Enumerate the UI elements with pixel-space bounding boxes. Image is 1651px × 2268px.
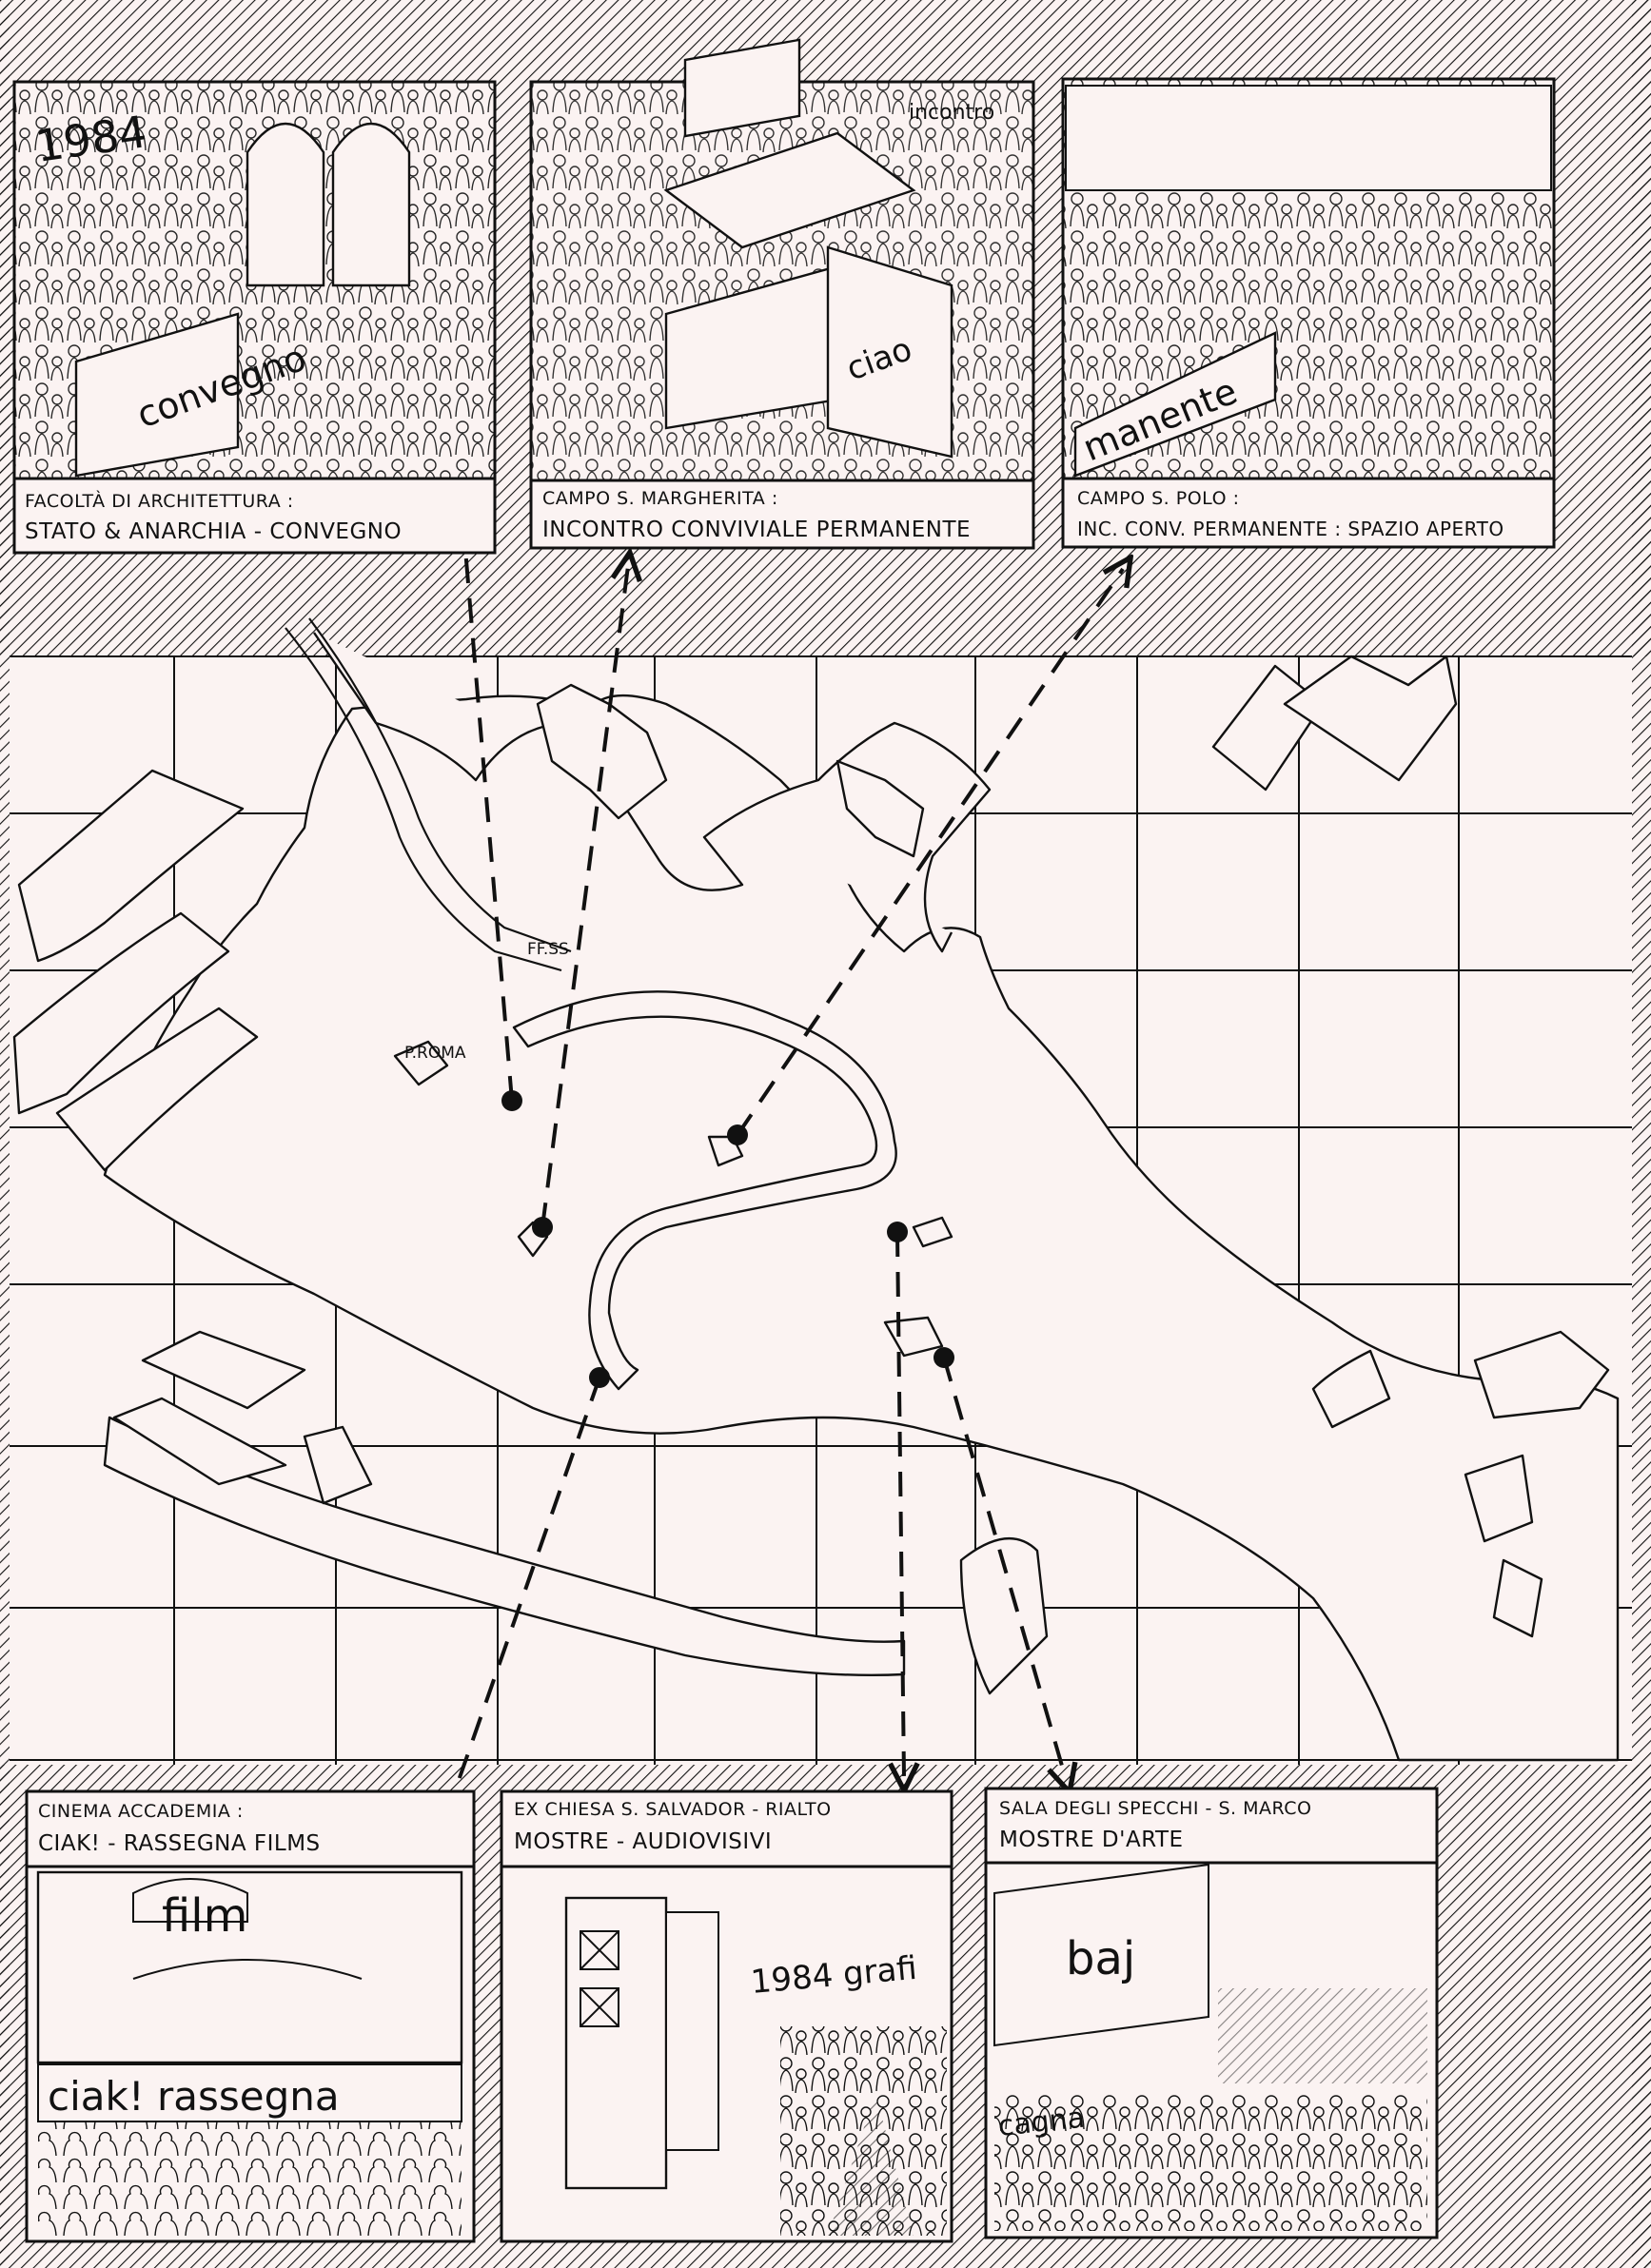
venice-outline	[12, 632, 1620, 1762]
panel-top-1: 1984 convegno	[12, 80, 497, 555]
map-label-station: FF.SS	[527, 940, 569, 959]
leader-arrows	[442, 504, 1123, 1827]
arrow-facolta	[462, 504, 514, 1102]
art-text-baj: baj	[1066, 1932, 1135, 1985]
art-text-film: film	[162, 1889, 247, 1943]
panel-bottom-2-event: MOSTRE - AUDIOVISIVI	[514, 1829, 773, 1854]
marker-salvador	[887, 1222, 908, 1242]
panel-bottom-3-venue: SALA DEGLI SPECCHI - S. MARCO	[999, 1798, 1312, 1819]
arrow-spolo	[736, 569, 1123, 1137]
panel-top-3-venue: CAMPO S. POLO :	[1077, 488, 1240, 509]
panel-bottom-1: film ciak! rassegna	[25, 1789, 476, 2243]
venue-markers	[501, 1090, 954, 1388]
panel-bottom-1-venue: CINEMA ACCADEMIA :	[38, 1801, 244, 1822]
marker-specchi	[934, 1347, 954, 1368]
arrow-salvador	[897, 1231, 904, 1777]
panel-top-2: ciao incontro	[529, 38, 1035, 550]
marker-facolta	[501, 1090, 522, 1111]
rail-lines	[285, 617, 572, 972]
art-text-ciak: ciak! rassegna	[48, 2073, 340, 2120]
panel-top-1-venue: FACOLTÀ DI ARCHITETTURA :	[25, 491, 294, 512]
panel-top-1-event: STATO & ANARCHIA - CONVEGNO	[25, 519, 403, 544]
arrow-margherita	[541, 566, 628, 1228]
panel-bottom-2: 1984 grafi	[500, 1789, 953, 2243]
marker-margherita	[532, 1217, 553, 1238]
panel-bottom-3: baj cagna	[984, 1787, 1439, 2239]
panel-top-2-event: INCONTRO CONVIVIALE PERMANENTE	[542, 518, 972, 542]
marker-accademia	[589, 1367, 610, 1388]
panel-bottom-1-event: CIAK! - RASSEGNA FILMS	[38, 1831, 321, 1856]
arrow-specchi	[942, 1357, 1066, 1779]
panel-bottom-2-venue: EX CHIESA S. SALVADOR - RIALTO	[514, 1799, 832, 1820]
map-label-piazzale: P.ROMA	[404, 1044, 466, 1063]
panel-top-3: manente	[1061, 77, 1556, 549]
panel-top-3-event: INC. CONV. PERMANENTE : SPAZIO APERTO	[1077, 518, 1504, 540]
panel-bottom-3-event: MOSTRE D'ARTE	[999, 1828, 1184, 1852]
marker-spolo	[727, 1124, 748, 1145]
panel-top-2-venue: CAMPO S. MARGHERITA :	[542, 488, 778, 509]
art-text-incontro: incontro	[909, 101, 994, 125]
